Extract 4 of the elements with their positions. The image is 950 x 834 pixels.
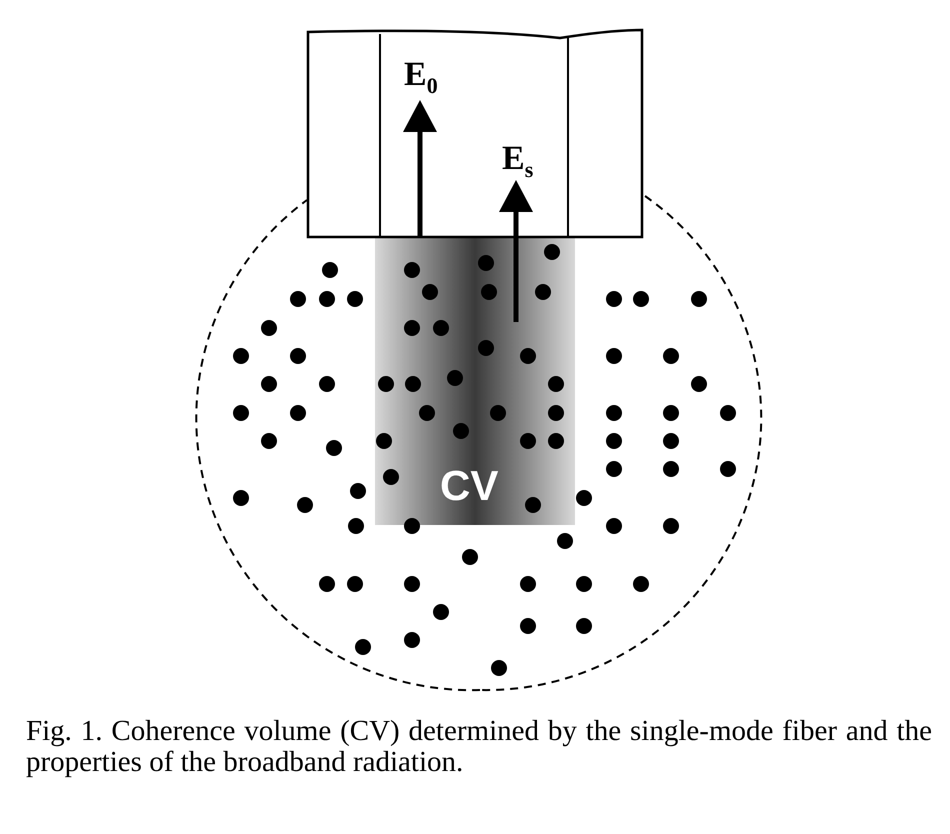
- region-label: CV: [440, 462, 498, 510]
- figure-caption: Fig. 1. Coherence volume (CV) determined by the single-mode fiber and the properties of the broadband radiation.: [26, 716, 932, 778]
- vector-label: E$_{s}$: [502, 140, 534, 183]
- vector-label: E$_{0}$: [404, 56, 438, 99]
